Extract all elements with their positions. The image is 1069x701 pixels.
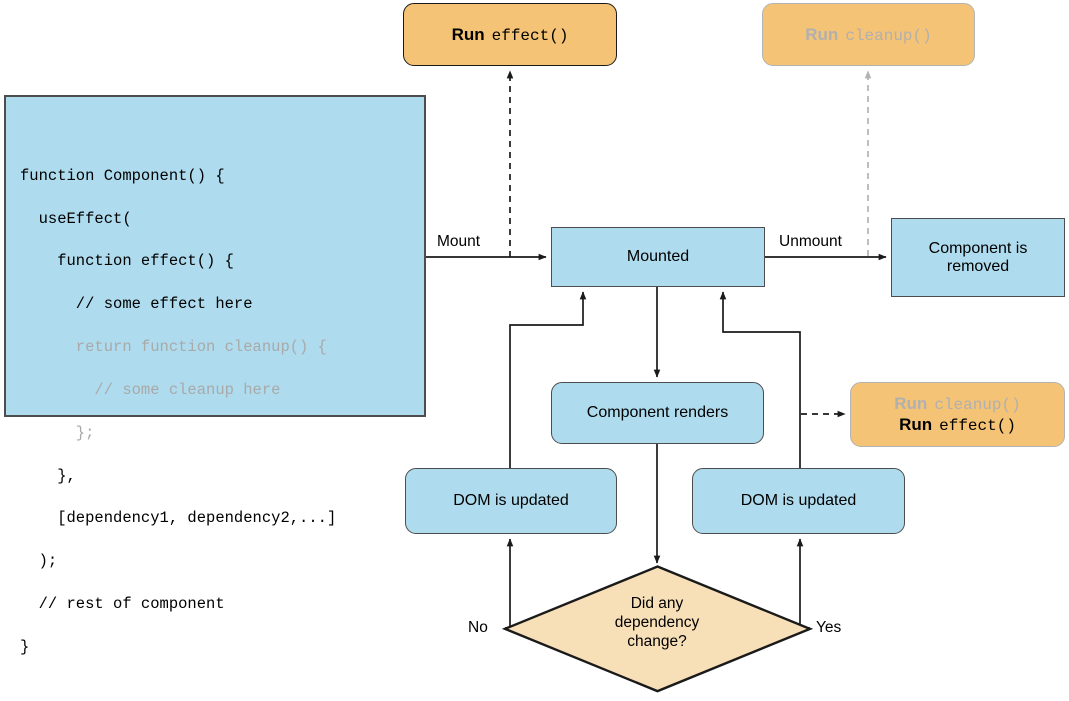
run-word: Run — [899, 414, 933, 434]
dom-updated-left-label: DOM is updated — [453, 492, 569, 509]
code-line: }, — [20, 466, 76, 485]
component-removed-label: Component is removed — [928, 239, 1028, 275]
dom-updated-right-label: DOM is updated — [740, 492, 857, 509]
cleanup-fn: cleanup() — [934, 395, 1021, 414]
code-line: // some effect here — [20, 295, 253, 314]
edge-left-dom-to-mounted — [509, 291, 587, 468]
edge-label-yes: Yes — [816, 619, 842, 636]
component-removed-box: Component is removed — [891, 218, 1065, 297]
run-effect-label: Run effect() — [452, 25, 569, 45]
edge-label-mount: Mount — [437, 233, 481, 250]
run-word: Run — [894, 393, 928, 413]
code-line: // some cleanup here — [20, 380, 281, 399]
diamond-shape — [505, 567, 810, 692]
code-line: [dependency1, dependency2,...] — [20, 509, 337, 528]
edge-right-dom-to-mounted — [719, 291, 801, 468]
run-cleanup-line: Run cleanup() — [894, 394, 1020, 415]
edge-label-unmount: Unmount — [779, 233, 842, 250]
code-line: return function cleanup() { — [20, 338, 327, 357]
run-cleanup-label: Run cleanup() — [805, 25, 931, 45]
effect-fn: effect() — [939, 416, 1016, 435]
code-line: function Component() { — [20, 166, 225, 185]
component-code-block: function Component() { useEffect( functi… — [4, 95, 426, 656]
dom-updated-right-box: DOM is updated — [692, 468, 905, 534]
mounted-label: Mounted — [626, 248, 690, 265]
dom-updated-left-box: DOM is updated — [405, 468, 617, 534]
code-line: function effect() { — [20, 252, 234, 271]
run-effect-box: Run effect() — [403, 3, 617, 66]
run-word: Run — [451, 24, 485, 44]
cleanup-fn: cleanup() — [845, 26, 932, 45]
decision-label: Did any dependency change? — [614, 595, 700, 650]
code-line: useEffect( — [20, 209, 132, 228]
edge-label-no: No — [468, 619, 488, 636]
run-cleanup-box: Run cleanup() — [762, 3, 975, 66]
mounted-box: Mounted — [551, 227, 765, 287]
effect-fn: effect() — [491, 26, 569, 45]
code-line: ); — [20, 552, 58, 571]
run-word: Run — [805, 24, 839, 44]
component-renders-label: Component renders — [586, 404, 729, 421]
code-line: } — [20, 637, 30, 656]
component-renders-box: Component renders — [551, 382, 764, 444]
code-line: // rest of component — [20, 594, 225, 613]
code-line: }; — [20, 423, 95, 442]
decision-diamond — [500, 563, 815, 694]
run-effect-line: Run effect() — [899, 415, 1016, 436]
